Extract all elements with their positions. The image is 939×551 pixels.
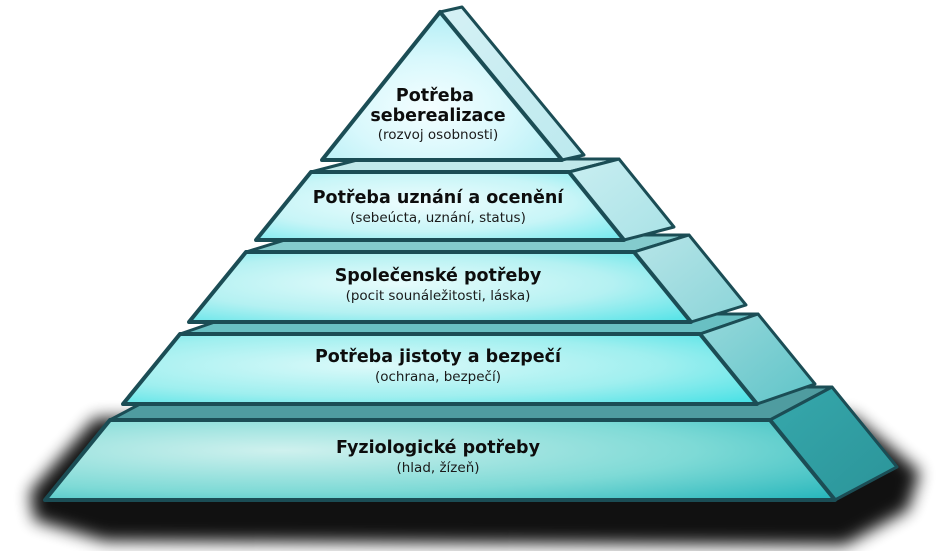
level-2-subtitle: (sebeúcta, uznání, status): [350, 210, 526, 226]
level-4-subtitle: (ochrana, bezpečí): [375, 369, 501, 385]
level-2-heading: Potřeba uznání a ocenění: [313, 188, 565, 208]
level-5-front-face: [43, 418, 837, 502]
level-3-subtitle: (pocit sounáležitosti, láska): [346, 288, 531, 304]
level-3: Společenské potřeby (pocit sounáležitost…: [187, 233, 748, 324]
level-2-front-face: [254, 170, 626, 242]
level-4: Potřeba jistoty a bezpečí (ochrana, bezp…: [121, 312, 817, 406]
level-1-front-face: [320, 10, 564, 162]
level-4-front-face: [121, 332, 759, 406]
level-4-heading: Potřeba jistoty a bezpečí: [315, 347, 562, 367]
level-1: Potřeba seberealizace (rozvoj osobnosti): [320, 5, 586, 162]
level-2: Potřeba uznání a ocenění (sebeúcta, uzná…: [254, 157, 676, 242]
level-3-front-face: [187, 250, 693, 324]
level-1-heading: Potřeba seberealizace: [370, 86, 505, 126]
level-1-subtitle: (rozvoj osobnosti): [378, 127, 498, 143]
level-3-heading: Společenské potřeby: [335, 266, 542, 286]
level-5-subtitle: (hlad, žízeň): [396, 460, 479, 476]
level-5-heading: Fyziologické potřeby: [336, 438, 541, 458]
